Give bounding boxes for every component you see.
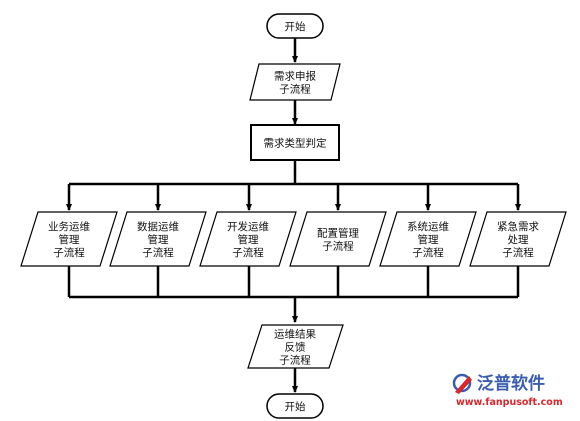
branch-node-1: 业务运维管理子流程: [20, 211, 118, 267]
request-subprocess-text-line-2: 子流程: [279, 83, 311, 96]
request-subprocess-shape: [249, 63, 341, 101]
request-subprocess-node: 需求申报子流程: [249, 63, 341, 101]
logo-swoosh: [455, 376, 472, 394]
branch-text-2-line-3: 子流程: [142, 246, 174, 259]
branch-text-2: 数据运维管理子流程: [137, 220, 179, 259]
branch-node-6: 紧急需求处理子流程: [469, 211, 567, 267]
branch-node-4: 配置管理子流程: [289, 211, 387, 267]
classify-process-shape: [250, 124, 340, 161]
brand-logo-icon: [452, 373, 472, 394]
start-terminal-text-line-1: 开始: [285, 20, 306, 33]
branch-text-4: 配置管理子流程: [317, 227, 359, 253]
branch-node-2: 数据运维管理子流程: [109, 211, 207, 267]
watermark-url: www.fanpusoft.com: [456, 397, 563, 408]
branch-shape-3: [199, 211, 297, 267]
branch-shape-4: [289, 211, 387, 267]
start-terminal-text: 开始: [285, 20, 306, 33]
branch-text-3-line-2: 管理: [238, 233, 259, 246]
branch-text-2-line-1: 数据运维: [137, 220, 179, 233]
branch-shape-5: [379, 211, 477, 267]
branch-text-5: 系统运维管理子流程: [407, 220, 449, 259]
branch-text-6-line-1: 紧急需求: [497, 220, 539, 233]
start-terminal: 开始: [266, 13, 324, 39]
end-terminal: 开始: [266, 393, 324, 419]
branch-text-3-line-1: 开发运维: [227, 220, 269, 233]
end-terminal-text: 开始: [285, 400, 306, 413]
branch-text-5-line-2: 管理: [418, 233, 439, 246]
branch-node-5: 系统运维管理子流程: [379, 211, 477, 267]
watermark-logo: 泛普软件 www.fanpusoft.com: [452, 373, 563, 408]
branch-text-2-line-2: 管理: [148, 233, 169, 246]
request-subprocess-text: 需求申报子流程: [274, 70, 316, 96]
branch-text-4-line-1: 配置管理: [317, 227, 359, 240]
branch-text-6-line-3: 子流程: [502, 246, 534, 259]
branch-text-6-line-2: 处理: [508, 234, 529, 246]
branch-text-5-line-3: 子流程: [412, 246, 444, 259]
branch-text-6: 紧急需求处理子流程: [497, 220, 539, 259]
end-terminal-text-line-1: 开始: [285, 400, 306, 413]
watermark-brand: 泛普软件: [477, 373, 545, 394]
branch-node-3: 开发运维管理子流程: [199, 211, 297, 267]
branch-text-1-line-1: 业务运维: [48, 220, 90, 233]
branch-shape-6: [469, 211, 567, 267]
feedback-subprocess-text-line-2: 反馈: [285, 341, 306, 354]
classify-process-node: 需求类型判定: [250, 124, 340, 161]
feedback-subprocess-text: 运维结果反馈子流程: [274, 328, 316, 367]
branch-text-5-line-1: 系统运维: [407, 220, 449, 233]
logo-ring: [452, 373, 472, 393]
branch-shape-2: [109, 211, 207, 267]
branch-text-3-line-3: 子流程: [232, 246, 264, 259]
end-terminal-shape: [266, 393, 324, 419]
feedback-subprocess-shape: [247, 324, 344, 369]
start-terminal-shape: [266, 13, 324, 39]
feedback-subprocess-text-line-3: 子流程: [279, 354, 311, 367]
feedback-subprocess-node: 运维结果反馈子流程: [247, 324, 344, 369]
classify-process-text: 需求类型判定: [264, 137, 327, 150]
branch-text-1-line-2: 管理: [59, 233, 80, 246]
request-subprocess-text-line-1: 需求申报: [274, 70, 316, 83]
branch-text-3: 开发运维管理子流程: [227, 220, 269, 259]
feedback-subprocess-text-line-1: 运维结果: [274, 328, 316, 341]
branch-text-1: 业务运维管理子流程: [48, 220, 90, 259]
classify-process-text-line-1: 需求类型判定: [264, 137, 327, 150]
branch-text-4-line-2: 子流程: [322, 240, 354, 253]
branch-shape-1: [20, 211, 118, 267]
branch-text-1-line-3: 子流程: [53, 246, 85, 259]
connector-lines: [66, 38, 521, 393]
